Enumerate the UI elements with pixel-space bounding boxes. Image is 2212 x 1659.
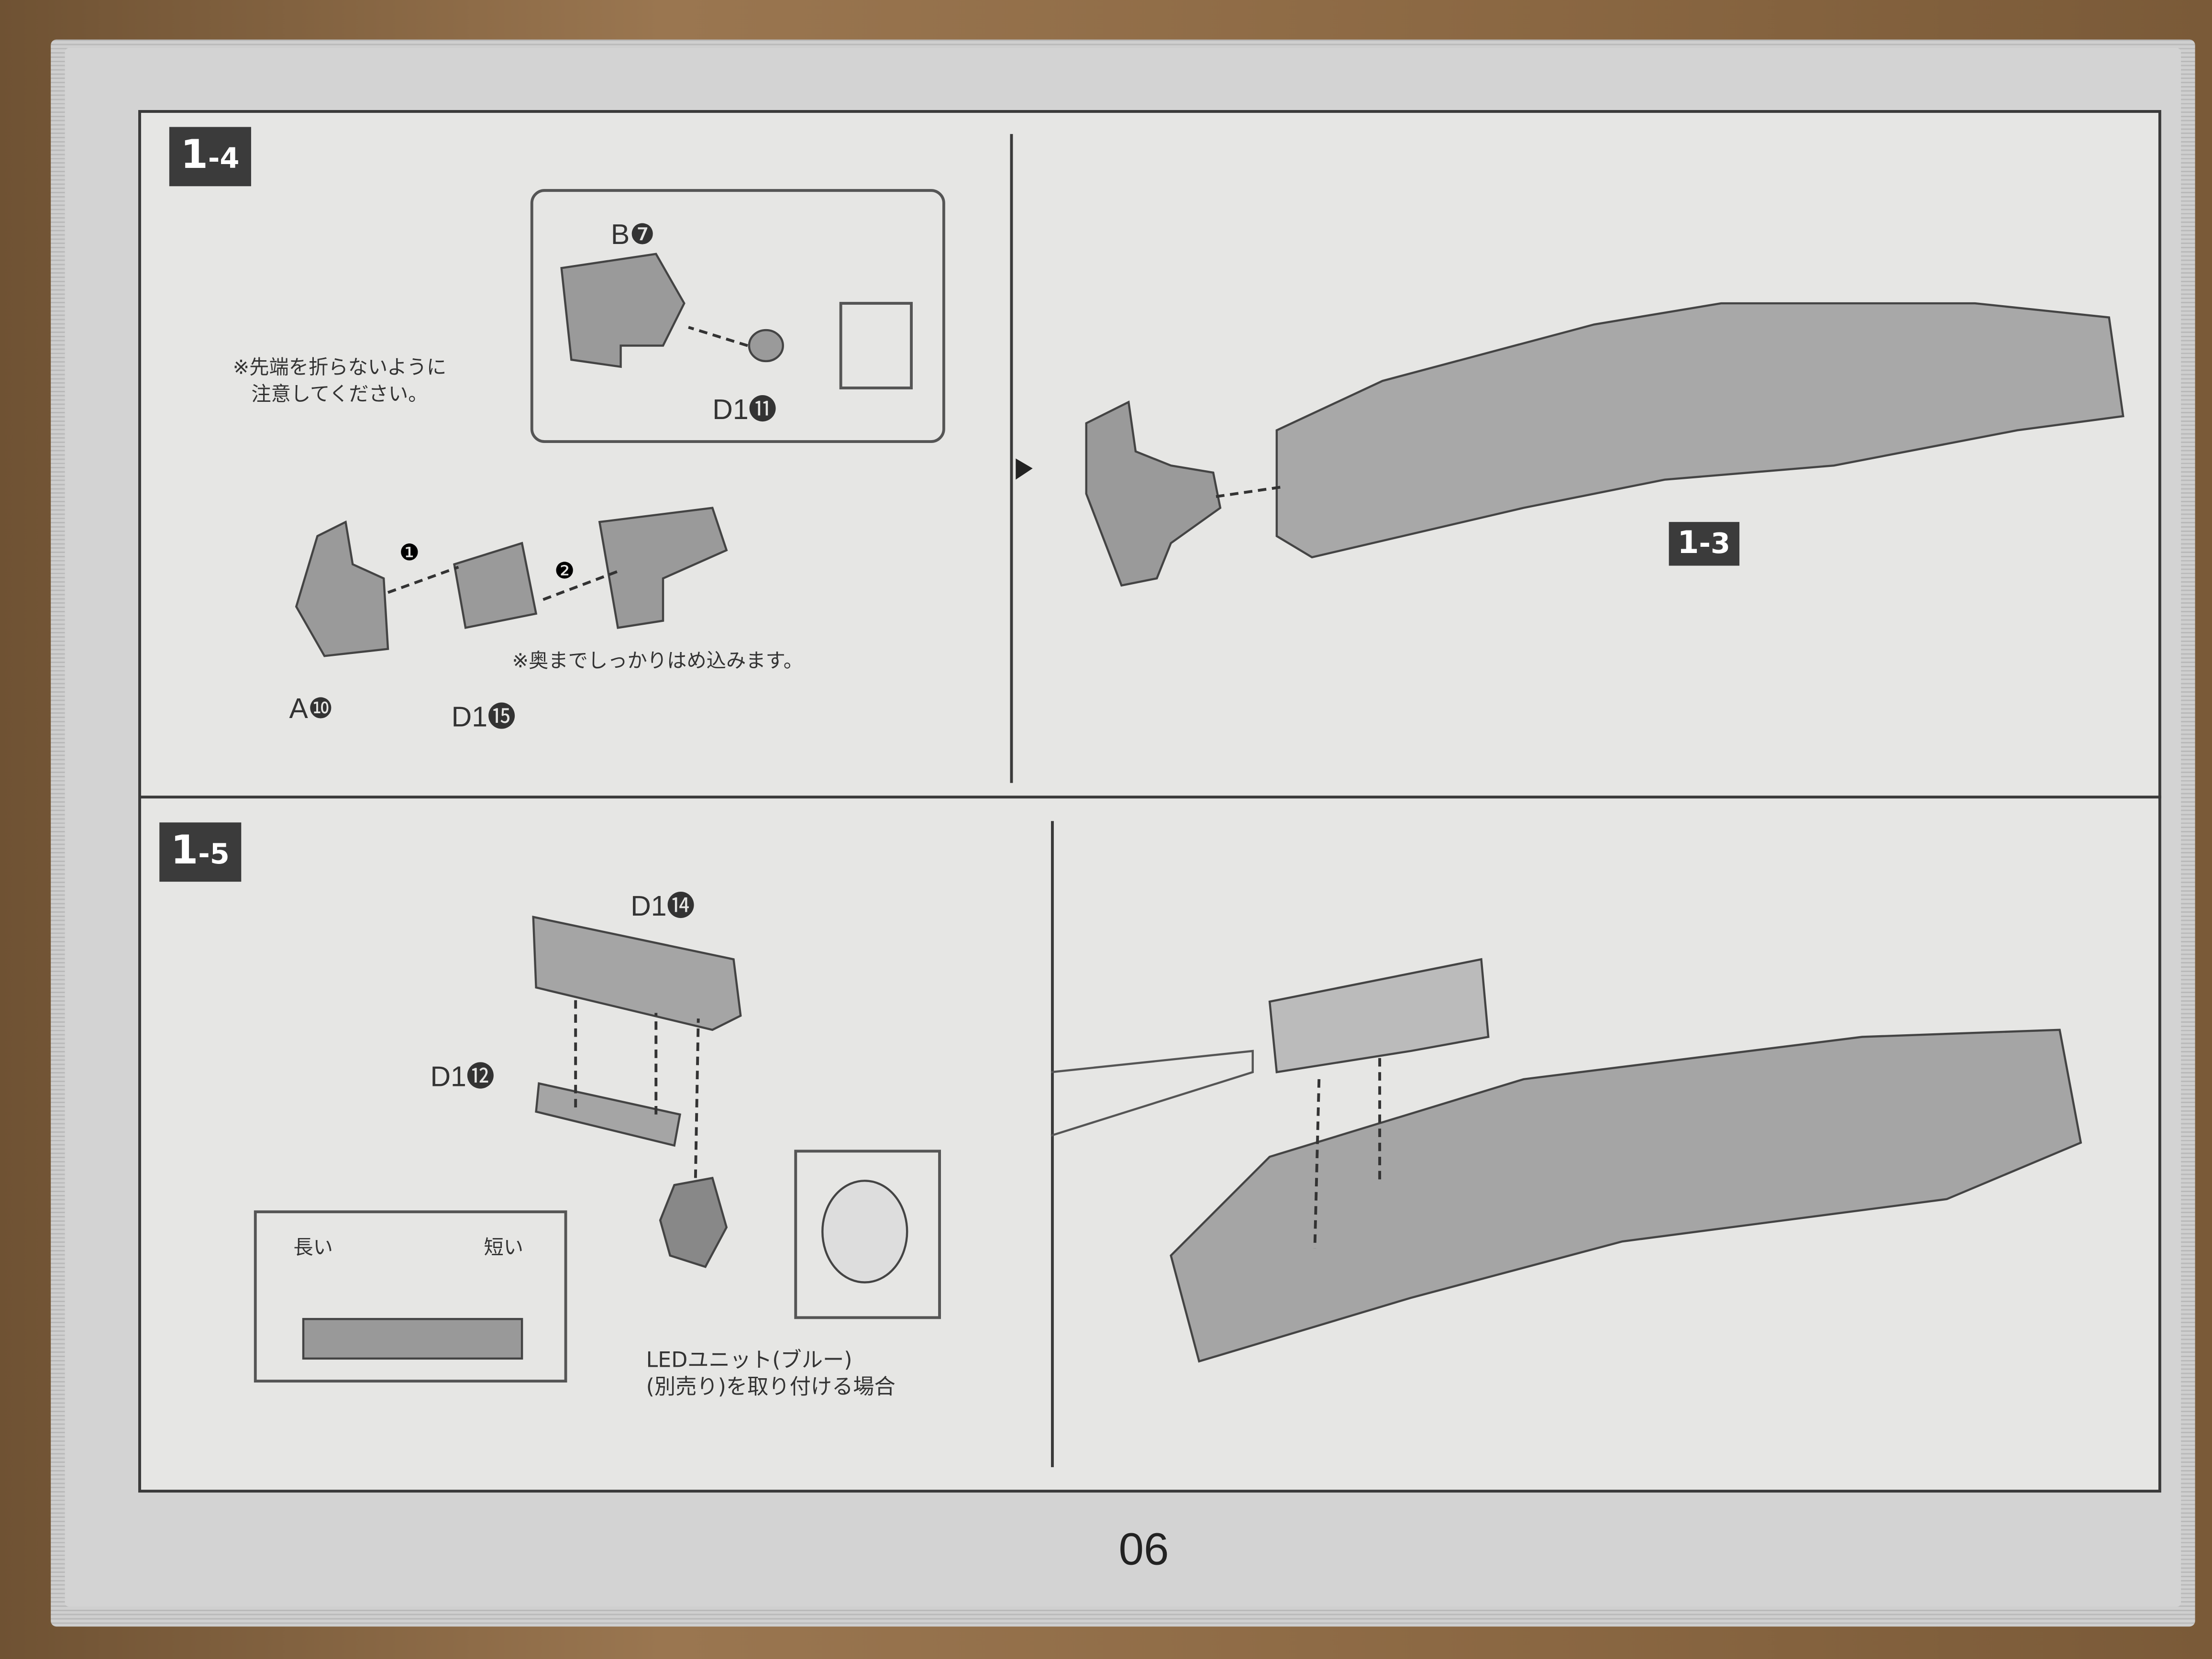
step-badge-1-5: 1-5	[159, 822, 241, 882]
part-label-d1-11: D1⓫	[712, 395, 777, 426]
note-tip-caution: ※先端を折らないように注意してください。	[232, 357, 447, 407]
part-d1-12-detail-drawing	[302, 1318, 523, 1360]
hull-assembled-drawing	[1170, 1029, 2082, 1363]
part-d1-11-drawing	[748, 329, 784, 363]
part-d1-15-drawing	[453, 542, 538, 629]
part-d1-12-drawing	[535, 1082, 681, 1147]
led-unit-detail-drawing	[821, 1180, 908, 1283]
flow-arrow-icon	[1016, 458, 1033, 480]
short-label: 短い	[484, 1237, 524, 1260]
part-subassembly-drawing	[1085, 400, 1222, 587]
long-label: 長い	[293, 1237, 333, 1260]
part-d1-14-drawing	[532, 916, 742, 1031]
panel-divider-bottom	[1051, 821, 1054, 1467]
part-a10-drawing	[295, 520, 389, 657]
note-press-fit: ※奥までしっかりはめ込みます。	[512, 650, 803, 673]
top-part-drawing	[1268, 958, 1490, 1073]
part-label-a10: A❿	[289, 694, 333, 725]
ref-badge-1-3: 1-3	[1669, 522, 1739, 566]
part-assembled-drawing	[598, 507, 728, 629]
part-label-d1-12: D1⓬	[430, 1062, 495, 1094]
step-marker-2: ❷	[554, 557, 575, 584]
page-number: 06	[1118, 1523, 1169, 1575]
step-badge-1-4: 1-4	[169, 127, 251, 187]
part-b7-drawing	[560, 253, 686, 368]
hull-1-3-drawing	[1275, 302, 2124, 559]
step-divider	[138, 796, 2161, 799]
step-marker-1: ❶	[399, 539, 420, 566]
part-label-d1-15: D1⓯	[451, 702, 516, 734]
panel-divider-top	[1010, 134, 1013, 783]
led-unit-drawing	[659, 1176, 728, 1268]
part-label-d1-14: D1⓮	[630, 891, 695, 923]
led-unit-note: LEDユニット(ブルー)(別売り)を取り付ける場合	[646, 1347, 896, 1400]
part-label-b7: B❼	[610, 220, 655, 251]
